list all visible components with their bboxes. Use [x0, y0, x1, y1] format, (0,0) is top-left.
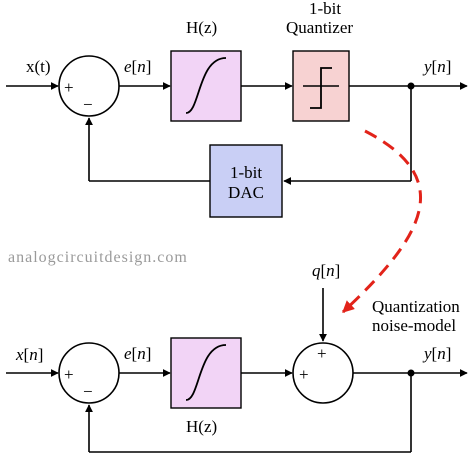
dac-label-line1: 1-bit [230, 163, 262, 182]
adder-plus-left: + [299, 365, 309, 384]
step-function-icon [310, 67, 332, 109]
output-label-top: y[n] [422, 57, 451, 76]
model-label-line1: Quantization [372, 297, 460, 316]
watermark: analogcircuitdesign.com [8, 249, 188, 266]
adder-plus-top: + [317, 344, 327, 363]
summer-plus-top: + [64, 78, 74, 97]
summer-plus-bottom: + [64, 365, 74, 384]
input-label-top: x(t) [26, 57, 51, 76]
filter-label-top: H(z) [186, 18, 217, 37]
bottom-noise-model: x[n] + − e[n] H(z) q[n] + + Quantization… [6, 261, 468, 453]
quantizer-label-line2: Quantizer [286, 18, 353, 37]
noise-label: q[n] [312, 261, 340, 280]
top-modulator: x(t) + − e[n] H(z) 1-bit Quantizer y[n] … [6, 0, 468, 218]
integrator-curve-icon [185, 344, 227, 401]
integrator-curve-icon [185, 57, 227, 114]
summer-minus-bottom: − [83, 382, 93, 401]
error-label-bottom: e[n] [124, 344, 151, 363]
loop-filter-bottom [170, 337, 242, 409]
error-label-top: e[n] [124, 57, 151, 76]
model-equivalence-arrow [341, 129, 423, 314]
model-label-line2: noise-model [372, 316, 456, 335]
quantizer-label-line1: 1-bit [309, 0, 341, 18]
dac-block [209, 144, 283, 218]
input-label-bottom: x[n] [15, 345, 43, 364]
summer-minus-top: − [83, 95, 93, 114]
dac-label-line2: DAC [228, 183, 264, 202]
loop-filter-top [170, 50, 242, 122]
output-label-bottom: y[n] [422, 344, 451, 363]
filter-label-bottom: H(z) [186, 417, 217, 436]
